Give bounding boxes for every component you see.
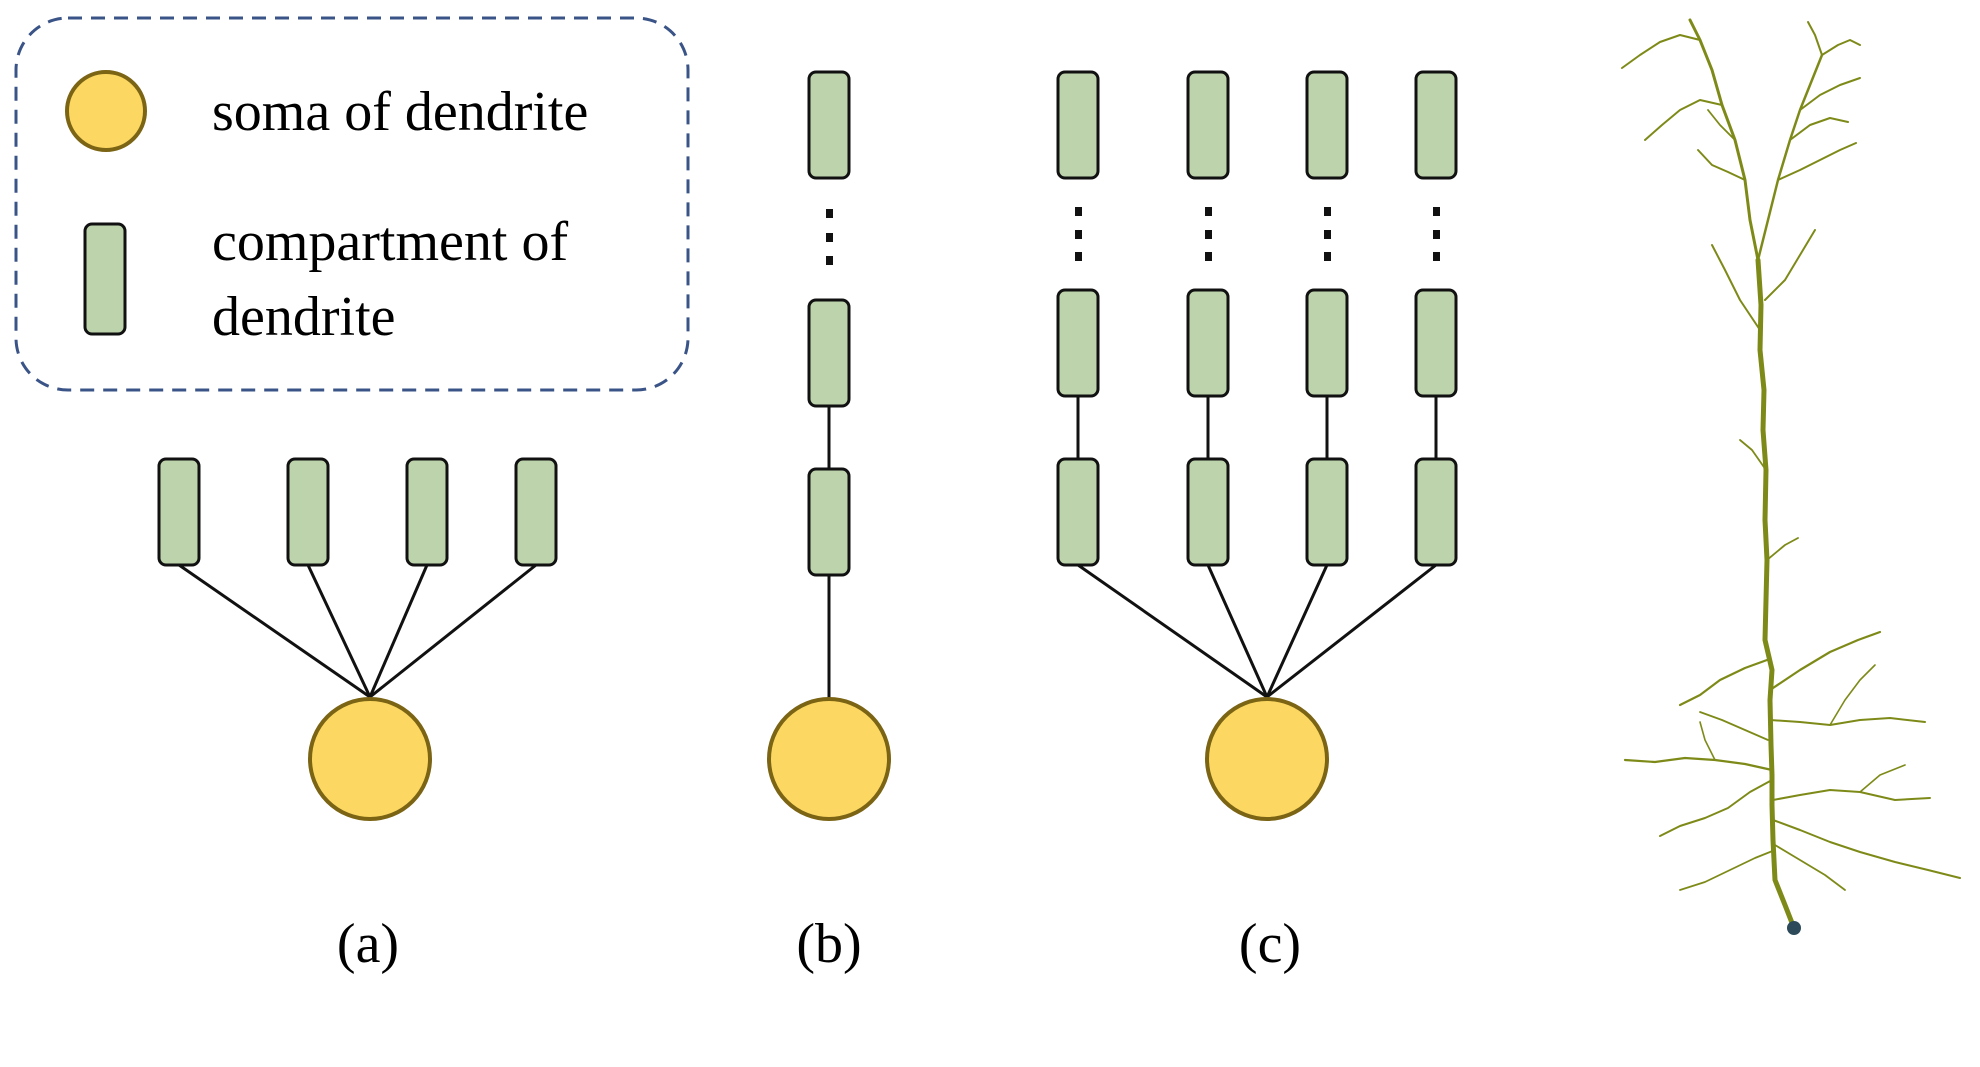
neuron-branch bbox=[1678, 658, 1769, 707]
panel-c-compartment bbox=[1305, 457, 1349, 567]
neuron-illustration bbox=[1621, 18, 1961, 935]
panel-c-compartment bbox=[1305, 70, 1349, 180]
neuron-branch bbox=[1699, 721, 1716, 761]
neuron-branch bbox=[1764, 229, 1816, 301]
legend: soma of dendrite compartment of dendrite bbox=[14, 16, 690, 392]
ellipsis-dot bbox=[826, 256, 833, 265]
legend-compartment-label: compartment of bbox=[212, 211, 568, 273]
legend-compartment-label-line2: dendrite bbox=[212, 286, 395, 348]
neuron-branch bbox=[1799, 77, 1861, 111]
panel-b-compartment bbox=[807, 298, 851, 408]
panel-b-soma bbox=[767, 697, 891, 821]
neuron-branch bbox=[1644, 99, 1723, 141]
panel-c-connector bbox=[1206, 564, 1269, 698]
ellipsis-dot bbox=[1205, 252, 1212, 261]
neuron-branch bbox=[1623, 756, 1774, 772]
neuron-branch bbox=[1659, 779, 1773, 837]
panel-c-compartment bbox=[1305, 288, 1349, 398]
neuron-branch bbox=[1756, 53, 1824, 262]
panel-a-compartment bbox=[286, 457, 330, 567]
panel-c-ellipsis bbox=[1324, 207, 1331, 261]
panel-b-label: (b) bbox=[796, 913, 861, 975]
ellipsis-dot bbox=[1205, 230, 1212, 239]
panel-a: (a) bbox=[157, 457, 558, 975]
panel-a-label: (a) bbox=[337, 913, 399, 975]
panel-b-compartment bbox=[807, 70, 851, 180]
panel-c-compartment bbox=[1414, 288, 1458, 398]
panel-b-ellipsis bbox=[826, 209, 833, 265]
panel-c-connector bbox=[1265, 564, 1329, 698]
panel-c-connector bbox=[1266, 563, 1437, 699]
panel-a-connector bbox=[306, 564, 372, 698]
neuron-branch bbox=[1697, 149, 1746, 181]
neuron-branch bbox=[1829, 664, 1876, 726]
neuron-branch bbox=[1807, 21, 1823, 56]
ellipsis-dot bbox=[1075, 252, 1082, 261]
legend-box bbox=[14, 16, 690, 392]
panel-a-compartment bbox=[157, 457, 201, 567]
panel-c: (c) bbox=[1056, 70, 1458, 975]
panel-c-compartment bbox=[1186, 70, 1230, 180]
panel-a-connector bbox=[369, 563, 537, 699]
neuron-branch bbox=[1821, 39, 1861, 56]
neuron-branch bbox=[1774, 844, 1846, 891]
ellipsis-dot bbox=[1205, 207, 1212, 216]
ellipsis-dot bbox=[826, 233, 833, 242]
panel-c-compartment bbox=[1414, 457, 1458, 567]
panel-c-compartment bbox=[1186, 457, 1230, 567]
panel-c-compartment bbox=[1056, 70, 1100, 180]
neuron-branch bbox=[1766, 537, 1799, 561]
panel-c-soma bbox=[1205, 697, 1329, 821]
neuron-branch bbox=[1679, 849, 1776, 891]
neuron-branch bbox=[1859, 764, 1906, 793]
neuron-branch bbox=[1699, 711, 1769, 741]
ellipsis-dot bbox=[1433, 230, 1440, 239]
panel-b: (b) bbox=[767, 70, 891, 975]
neuron-branch bbox=[1769, 717, 1926, 726]
neuron-branch bbox=[1768, 630, 1882, 692]
ellipsis-dot bbox=[1324, 230, 1331, 239]
ellipsis-dot bbox=[1433, 252, 1440, 261]
panel-c-ellipsis bbox=[1433, 207, 1440, 261]
neuron-branch bbox=[1789, 117, 1849, 141]
panel-a-soma bbox=[308, 697, 432, 821]
legend-soma-label: soma of dendrite bbox=[212, 81, 588, 143]
neuron-branch bbox=[1772, 789, 1931, 801]
panel-c-compartment bbox=[1186, 288, 1230, 398]
panel-c-compartment bbox=[1056, 457, 1100, 567]
ellipsis-dot bbox=[826, 209, 833, 218]
legend-soma-symbol bbox=[65, 70, 147, 152]
panel-a-compartment bbox=[405, 457, 449, 567]
panel-c-compartment bbox=[1056, 288, 1100, 398]
ellipsis-dot bbox=[1433, 207, 1440, 216]
panel-c-label: (c) bbox=[1239, 913, 1301, 975]
panel-a-connector bbox=[368, 564, 429, 698]
panel-c-ellipsis bbox=[1075, 207, 1082, 261]
neuron-branch bbox=[1621, 34, 1701, 69]
panel-a-connections bbox=[178, 563, 537, 699]
neuron-soma bbox=[1787, 921, 1801, 935]
panel-a-compartment bbox=[514, 457, 558, 567]
panel-a-connector bbox=[178, 563, 371, 699]
ellipsis-dot bbox=[1324, 252, 1331, 261]
neuron-branch bbox=[1711, 244, 1761, 331]
neuron-branch bbox=[1739, 439, 1767, 471]
neuron-branch bbox=[1772, 819, 1961, 879]
panel-c-connections bbox=[1076, 396, 1438, 699]
panel-c-ellipsis bbox=[1205, 207, 1212, 261]
ellipsis-dot bbox=[1075, 207, 1082, 216]
neuron-trunk bbox=[1755, 257, 1797, 931]
panel-b-compartment bbox=[807, 467, 851, 577]
ellipsis-dot bbox=[1075, 230, 1082, 239]
neuron-branch bbox=[1777, 142, 1857, 181]
ellipsis-dot bbox=[1324, 207, 1331, 216]
neuron-branch bbox=[1688, 18, 1760, 262]
neuron-branch bbox=[1707, 109, 1736, 141]
panel-c-compartment bbox=[1414, 70, 1458, 180]
legend-compartment-symbol bbox=[83, 222, 127, 336]
panel-c-connector bbox=[1077, 563, 1268, 699]
